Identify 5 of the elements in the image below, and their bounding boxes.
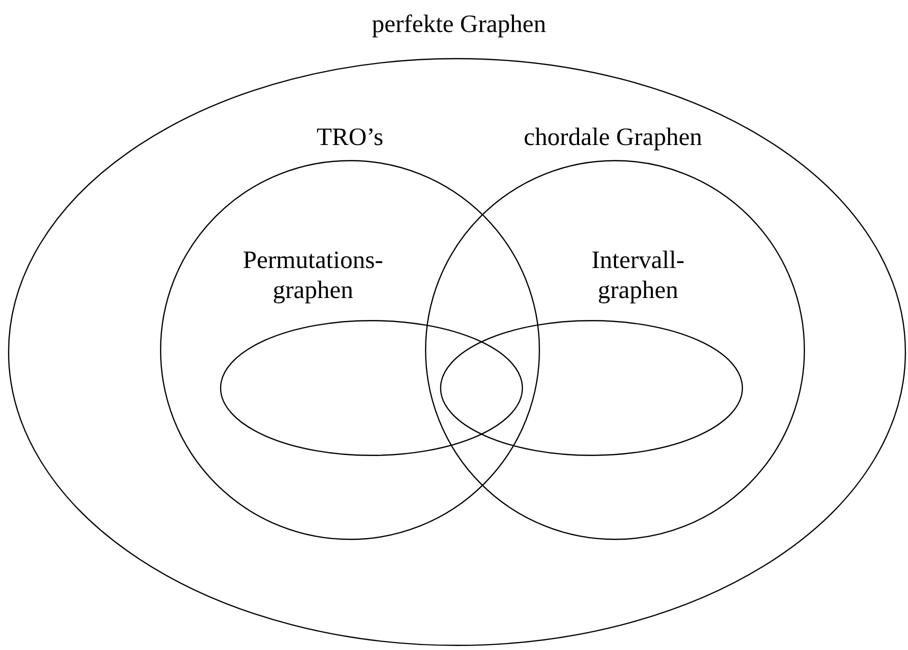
- set-label: perfekte Graphen: [372, 10, 546, 40]
- set-label: TRO’s: [316, 123, 384, 153]
- set-label: Intervall- graphen: [590, 246, 686, 306]
- set-label: Permutations- graphen: [242, 246, 384, 306]
- set-label: chordale Graphen: [524, 123, 702, 153]
